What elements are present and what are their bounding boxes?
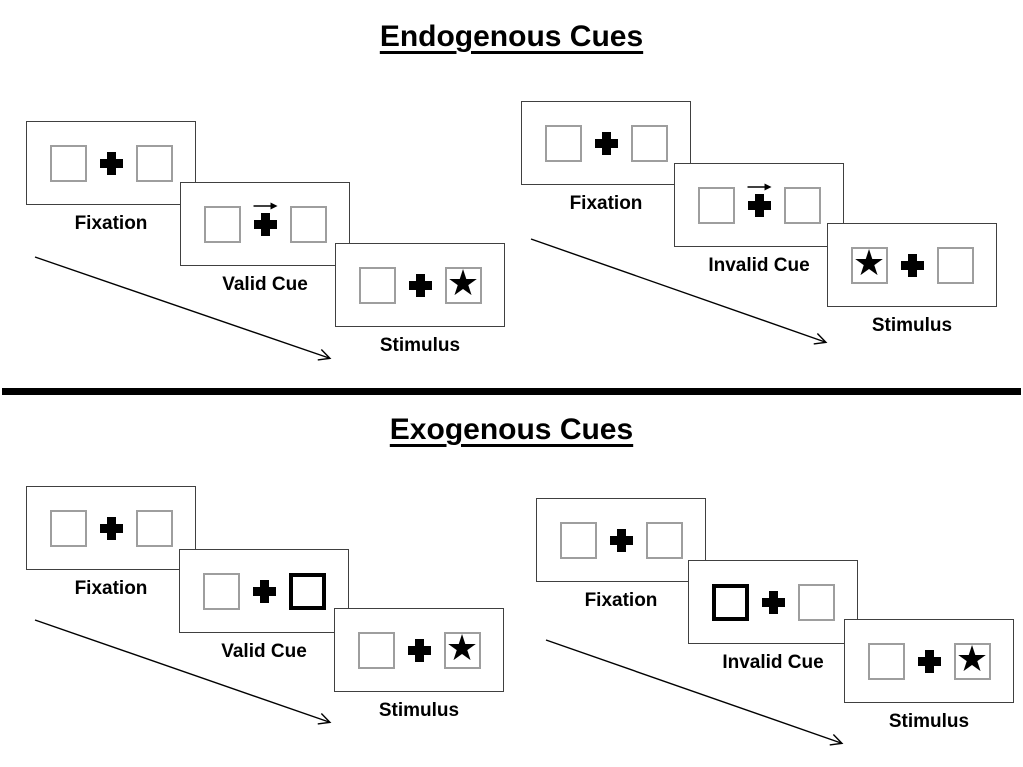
frame-invalid-cue: Invalid Cue bbox=[688, 560, 858, 674]
fixation-cross-icon bbox=[407, 638, 431, 662]
fixation-panel bbox=[26, 486, 196, 570]
cue-panel bbox=[674, 163, 844, 247]
left-box bbox=[358, 266, 396, 304]
right-box bbox=[289, 205, 327, 243]
left-box bbox=[49, 144, 87, 182]
right-box bbox=[783, 186, 821, 224]
frame-label: Valid Cue bbox=[221, 641, 307, 662]
frame-valid-cue: Valid Cue bbox=[180, 182, 350, 296]
cue-panel bbox=[688, 560, 858, 644]
cue-panel bbox=[180, 182, 350, 266]
fixation-panel bbox=[536, 498, 706, 582]
frame-stimulus: ★ Stimulus bbox=[844, 619, 1014, 733]
highlighted-cue-box bbox=[711, 583, 749, 621]
right-box bbox=[135, 144, 173, 182]
fixation-cross-icon bbox=[917, 649, 941, 673]
cue-direction-arrow-icon bbox=[253, 202, 278, 209]
fixation-cross-icon bbox=[252, 579, 276, 603]
star-icon: ★ bbox=[852, 242, 886, 283]
frame-label: Fixation bbox=[74, 213, 148, 234]
frame-label: Stimulus bbox=[379, 335, 461, 356]
highlighted-cue-box bbox=[288, 572, 326, 610]
fixation-cross-icon bbox=[594, 131, 618, 155]
timeline-arrow-exogenous-invalid bbox=[545, 639, 844, 746]
left-box bbox=[203, 205, 241, 243]
left-box bbox=[697, 186, 735, 224]
left-box bbox=[867, 642, 905, 680]
right-box bbox=[936, 246, 974, 284]
stimulus-panel: ★ bbox=[844, 619, 1014, 703]
section-title-endogenous: Endogenous Cues bbox=[379, 20, 644, 53]
frame-label: Stimulus bbox=[888, 711, 970, 732]
frame-label: Stimulus bbox=[378, 700, 460, 721]
frame-label: Fixation bbox=[569, 193, 643, 214]
left-box bbox=[357, 631, 395, 669]
frame-fixation: Fixation bbox=[536, 498, 706, 612]
frame-fixation: Fixation bbox=[521, 101, 691, 215]
timeline-arrow-exogenous-valid bbox=[34, 619, 332, 725]
right-box: ★ bbox=[953, 638, 991, 680]
frame-label: Fixation bbox=[74, 578, 148, 599]
fixation-cross-icon bbox=[99, 151, 123, 175]
stimulus-panel: ★ bbox=[827, 223, 997, 307]
right-box bbox=[135, 509, 173, 547]
section-divider bbox=[2, 388, 1021, 395]
right-box bbox=[630, 124, 668, 162]
fixation-cross-icon bbox=[761, 590, 785, 614]
fixation-cross-icon bbox=[747, 183, 772, 217]
fixation-cross-icon bbox=[609, 528, 633, 552]
star-icon: ★ bbox=[446, 262, 480, 303]
stimulus-panel: ★ bbox=[334, 608, 504, 692]
frame-fixation: Fixation bbox=[26, 486, 196, 600]
star-icon: ★ bbox=[955, 638, 989, 679]
left-box bbox=[202, 572, 240, 610]
fixation-cross-icon bbox=[99, 516, 123, 540]
frame-stimulus: ★ Stimulus bbox=[334, 608, 504, 722]
cue-direction-arrow-icon bbox=[747, 183, 772, 190]
fixation-panel bbox=[26, 121, 196, 205]
frame-label: Stimulus bbox=[871, 315, 953, 336]
timeline-arrow-endogenous-valid bbox=[34, 256, 332, 361]
timeline-arrow-endogenous-invalid bbox=[530, 238, 828, 345]
fixation-panel bbox=[521, 101, 691, 185]
frame-label: Invalid Cue bbox=[708, 255, 810, 276]
fixation-cross-icon bbox=[408, 273, 432, 297]
frame-label: Invalid Cue bbox=[722, 652, 824, 673]
frame-label: Valid Cue bbox=[222, 274, 308, 295]
right-box bbox=[797, 583, 835, 621]
frame-label: Fixation bbox=[584, 590, 658, 611]
right-box: ★ bbox=[444, 262, 482, 304]
fixation-cross-icon bbox=[900, 253, 924, 277]
star-icon: ★ bbox=[445, 627, 479, 668]
right-box bbox=[645, 521, 683, 559]
left-box bbox=[49, 509, 87, 547]
frame-valid-cue: Valid Cue bbox=[179, 549, 349, 663]
left-box bbox=[559, 521, 597, 559]
frame-fixation: Fixation bbox=[26, 121, 196, 235]
frame-stimulus: ★ Stimulus bbox=[827, 223, 997, 337]
fixation-cross-icon bbox=[253, 202, 278, 236]
section-title-exogenous: Exogenous Cues bbox=[389, 413, 634, 446]
left-box bbox=[544, 124, 582, 162]
right-box: ★ bbox=[443, 627, 481, 669]
left-box: ★ bbox=[850, 242, 888, 284]
stimulus-panel: ★ bbox=[335, 243, 505, 327]
frame-stimulus: ★ Stimulus bbox=[335, 243, 505, 357]
frame-invalid-cue: Invalid Cue bbox=[674, 163, 844, 277]
cue-panel bbox=[179, 549, 349, 633]
